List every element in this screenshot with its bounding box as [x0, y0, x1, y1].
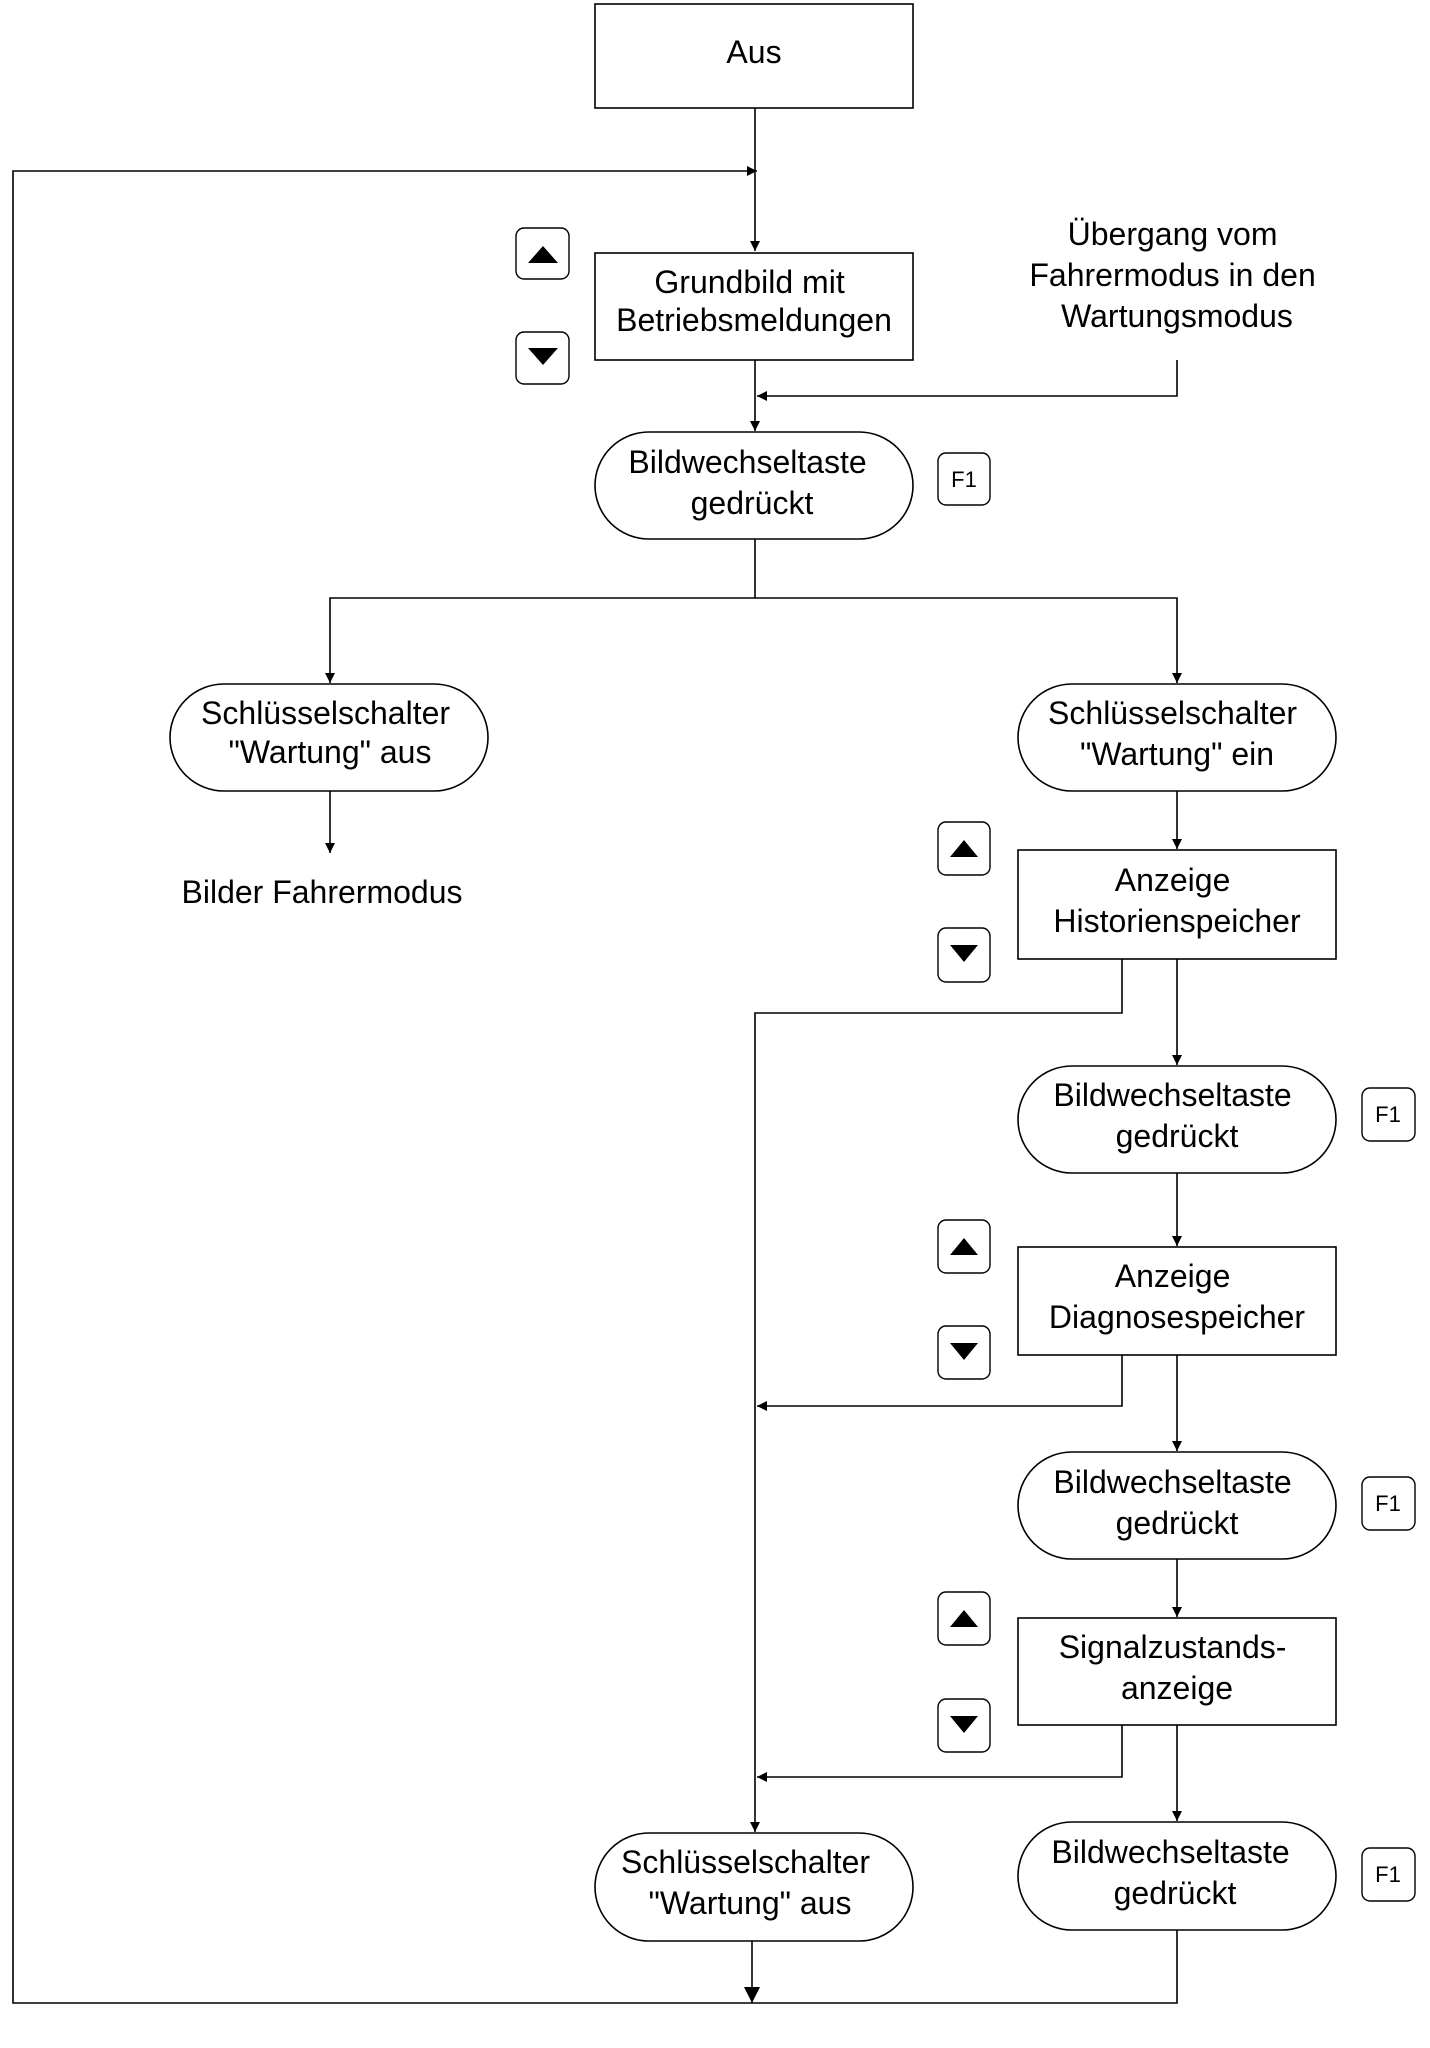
svg-text:Bildwechseltaste gedrück: Bildwechseltaste gedrückt — [1051, 1834, 1298, 1911]
node-transition-note: Übergang vom Fahrermodus in den Wartungs… — [1029, 216, 1324, 334]
connector-key1-right — [755, 597, 1182, 683]
svg-text:Schlüsselschalter "Wartu: Schlüsselschalter "Wartung" aus — [201, 695, 459, 770]
svg-text:Bildwechseltaste gedrück: Bildwechseltaste gedrückt — [1053, 1464, 1300, 1541]
node-key-pressed-3-line2: gedrückt — [1116, 1505, 1239, 1541]
node-key-pressed-1-line2: gedrückt — [691, 485, 814, 521]
transition-note-line1: Übergang vom — [1068, 216, 1278, 252]
f1-key-label: F1 — [1375, 1862, 1401, 1887]
connector-loop-back — [12, 166, 1178, 2004]
svg-text:Anzeige Diagnosespeicher: Anzeige Diagnosespeicher — [1049, 1258, 1306, 1335]
node-main-screen-line1: Grundbild mit — [654, 264, 844, 300]
arrow-down-key-icon — [937, 1698, 991, 1753]
arrow-up-key-icon — [937, 1591, 991, 1646]
node-key-pressed-4-line1: Bildwechseltaste — [1051, 1834, 1289, 1870]
node-history-display: Anzeige Historienspeicher — [1017, 849, 1337, 960]
node-key-pressed-3-line1: Bildwechseltaste — [1053, 1464, 1291, 1500]
svg-text:Schlüsselschalter "Wartu: Schlüsselschalter "Wartung" aus — [621, 1844, 879, 1921]
node-diagnosis-display-line1: Anzeige — [1115, 1258, 1231, 1294]
node-key-pressed-1: Bildwechseltaste gedrückt — [594, 431, 914, 540]
svg-text:Übergang vom Fahrermodus: Übergang vom Fahrermodus in den Wartungs… — [1029, 216, 1324, 334]
node-key-pressed-3: Bildwechseltaste gedrückt — [1017, 1451, 1337, 1560]
node-main-screen: Grundbild mit Betriebsmeldungen — [594, 252, 914, 361]
f1-key-label: F1 — [1375, 1102, 1401, 1127]
node-key-pressed-2: Bildwechseltaste gedrückt — [1017, 1065, 1337, 1174]
connector-transition-join — [757, 360, 1178, 401]
node-switch-off-left: Schlüsselschalter "Wartung" aus — [169, 683, 489, 792]
arrow-up-key-icon — [937, 1219, 991, 1274]
node-switch-off-bottom: Schlüsselschalter "Wartung" aus — [594, 1832, 914, 1942]
connector-signal-to-exit — [757, 1725, 1123, 1782]
node-switch-off-bottom-line1: Schlüsselschalter — [621, 1844, 870, 1880]
node-switch-off-bottom-line2: "Wartung" aus — [649, 1885, 852, 1921]
node-main-screen-line2: Betriebsmeldungen — [616, 302, 892, 338]
transition-note-line2: Fahrermodus in den — [1029, 257, 1315, 293]
f1-key-label: F1 — [951, 467, 977, 492]
connector-history-to-exit — [750, 959, 1123, 1832]
node-diagnosis-display-line2: Diagnosespeicher — [1049, 1299, 1306, 1335]
node-switch-on: Schlüsselschalter "Wartung" ein — [1017, 683, 1337, 792]
f1-key-icon: F1 — [1361, 1847, 1416, 1902]
node-driver-mode-images: Bilder Fahrermodus — [182, 874, 463, 910]
node-switch-off-left-line2: "Wartung" aus — [229, 734, 432, 770]
node-switch-on-line2: "Wartung" ein — [1080, 736, 1274, 772]
node-history-display-line1: Anzeige — [1115, 862, 1231, 898]
connectors — [12, 108, 1182, 2004]
arrow-down-key-icon — [937, 1325, 991, 1380]
node-key-pressed-4-line2: gedrückt — [1114, 1875, 1237, 1911]
arrow-down-key-icon — [515, 331, 570, 385]
node-key-pressed-4: Bildwechseltaste gedrückt — [1017, 1821, 1337, 1931]
connector-key1-left — [325, 539, 756, 683]
f1-key-icon: F1 — [1361, 1476, 1416, 1531]
node-signal-display-line1: Signalzustands- — [1059, 1629, 1287, 1665]
node-diagnosis-display: Anzeige Diagnosespeicher — [1017, 1246, 1337, 1356]
node-history-display-line2: Historienspeicher — [1053, 903, 1301, 939]
arrow-down-key-icon — [937, 927, 991, 983]
node-switch-on-line1: Schlüsselschalter — [1048, 695, 1297, 731]
svg-text:Bildwechseltaste gedrück: Bildwechseltaste gedrückt — [628, 444, 875, 521]
svg-text:Signalzustands- anzeige: Signalzustands- anzeige — [1059, 1629, 1296, 1706]
node-off-label: Aus — [726, 34, 781, 70]
f1-key-label: F1 — [1375, 1491, 1401, 1516]
connector-diagnosis-to-exit — [757, 1355, 1123, 1411]
node-signal-display-line2: anzeige — [1121, 1670, 1233, 1706]
svg-text:Schlüsselschalter "Wartu: Schlüsselschalter "Wartung" ein — [1048, 695, 1306, 772]
svg-text:Bildwechseltaste gedrück: Bildwechseltaste gedrückt — [1053, 1077, 1300, 1154]
node-key-pressed-2-line1: Bildwechseltaste — [1053, 1077, 1291, 1113]
node-signal-display: Signalzustands- anzeige — [1017, 1617, 1337, 1726]
key-icons: F1 F1 F1 — [515, 227, 1416, 1902]
f1-key-icon: F1 — [937, 452, 991, 506]
arrow-up-key-icon — [937, 821, 991, 876]
node-switch-off-left-line1: Schlüsselschalter — [201, 695, 450, 731]
svg-text:Anzeige Historienspeiche: Anzeige Historienspeicher — [1053, 862, 1301, 939]
transition-note-line3: Wartungsmodus — [1061, 298, 1293, 334]
node-off: Aus — [594, 3, 914, 109]
node-key-pressed-2-line2: gedrückt — [1116, 1118, 1239, 1154]
node-key-pressed-1-line1: Bildwechseltaste — [628, 444, 866, 480]
f1-key-icon: F1 — [1361, 1087, 1416, 1142]
svg-text:Grundbild mit Betriebsme: Grundbild mit Betriebsmeldungen — [616, 264, 892, 338]
arrow-up-key-icon — [515, 227, 570, 280]
